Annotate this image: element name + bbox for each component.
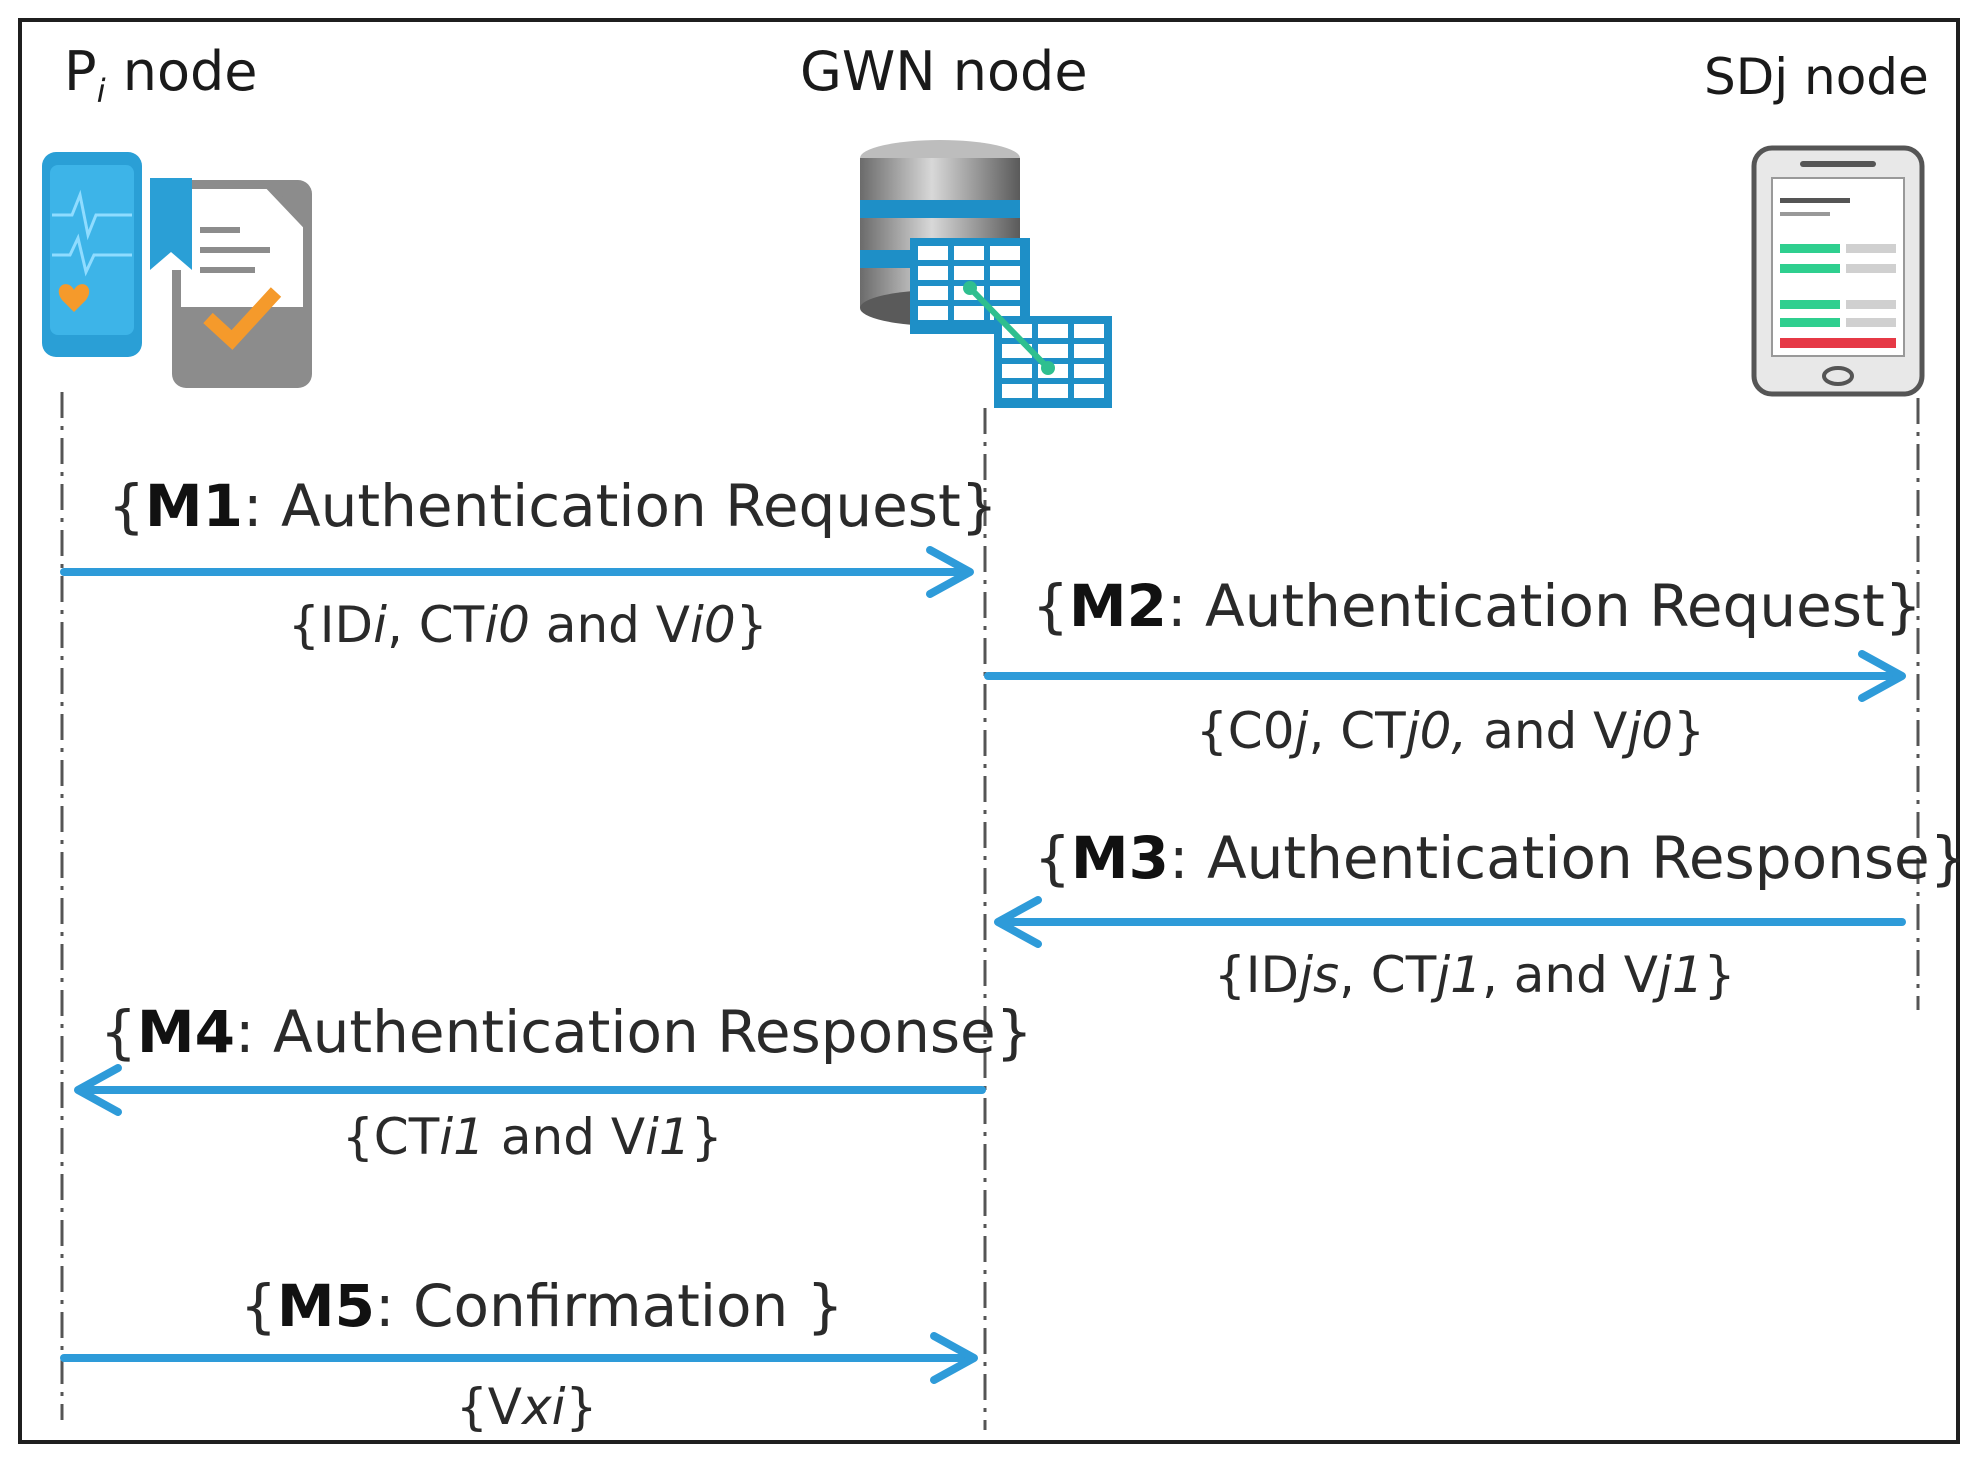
message-id: M5 bbox=[276, 1272, 375, 1340]
diagram-frame bbox=[18, 18, 1960, 1444]
message-m1-params: {IDi, CTi0 and Vi0} bbox=[288, 596, 768, 654]
message-id: M4 bbox=[136, 998, 235, 1066]
message-id: M2 bbox=[1068, 572, 1167, 640]
arrow-m1 bbox=[60, 546, 974, 598]
arrow-m2 bbox=[984, 650, 1906, 702]
message-m2-params: {C0j, CTj0, and Vj0} bbox=[1196, 702, 1705, 760]
database-server-icon bbox=[860, 140, 1112, 408]
message-id: M1 bbox=[144, 472, 243, 540]
node-title-sdj: SDj node bbox=[1704, 48, 1929, 106]
arrow-m5 bbox=[60, 1332, 978, 1384]
message-m5-params: {Vxi} bbox=[456, 1378, 598, 1436]
message-m4-params: {CTi1 and Vi1} bbox=[342, 1108, 723, 1166]
message-m2-title: {M2: Authentication Request} bbox=[1032, 572, 1922, 640]
message-m1-title: {M1: Authentication Request} bbox=[108, 472, 998, 540]
node-title-pi: Pi node bbox=[64, 40, 258, 110]
arrow-m4 bbox=[74, 1064, 986, 1116]
message-m4-title: {M4: Authentication Response} bbox=[100, 998, 1033, 1066]
message-id: M3 bbox=[1070, 824, 1169, 892]
message-m5-title: {M5: Confirmation } bbox=[240, 1272, 844, 1340]
node-title-gwn: GWN node bbox=[800, 40, 1088, 103]
arrow-m3 bbox=[994, 896, 1906, 948]
wearable-and-document-icon bbox=[42, 152, 312, 388]
tablet-device-icon bbox=[1751, 145, 1925, 397]
message-m3-title: {M3: Authentication Response} bbox=[1034, 824, 1967, 892]
message-m3-params: {IDjs, CTj1, and Vj1} bbox=[1214, 946, 1736, 1004]
